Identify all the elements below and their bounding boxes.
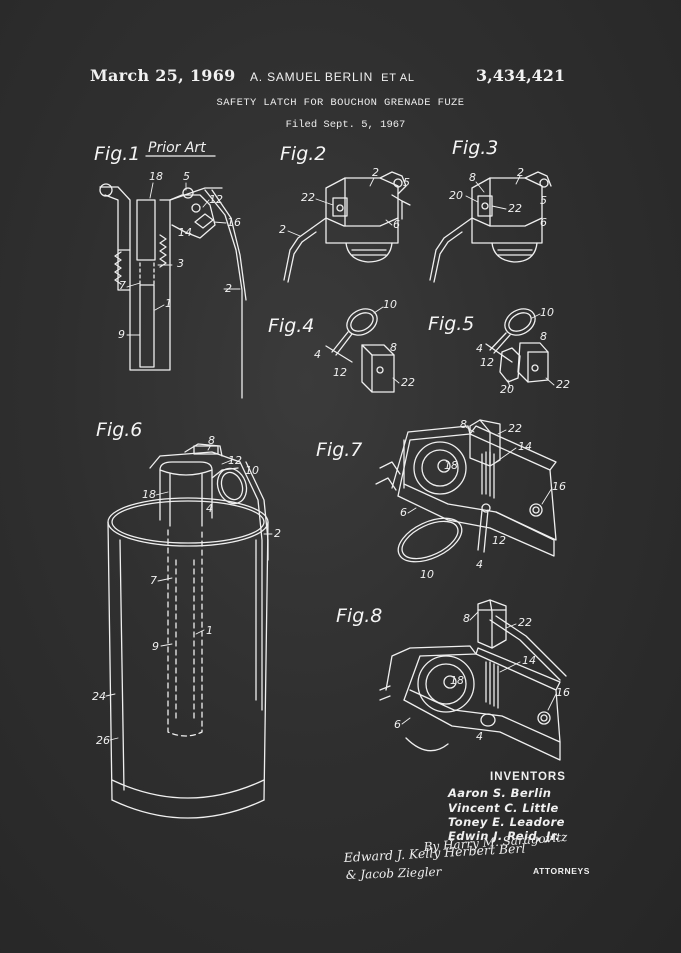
svg-text:10: 10 <box>383 298 397 311</box>
svg-text:4: 4 <box>476 342 483 355</box>
svg-text:12: 12 <box>209 193 223 206</box>
svg-text:2: 2 <box>274 527 281 540</box>
svg-text:12: 12 <box>333 366 347 379</box>
svg-text:2: 2 <box>517 166 524 179</box>
figure-6-drawing: Fig.6 <box>92 419 281 819</box>
svg-text:3: 3 <box>177 257 184 270</box>
svg-text:6: 6 <box>393 218 400 231</box>
fig3-label: Fig.3 <box>452 137 498 159</box>
figure-2-drawing: Fig.2 2 22 5 6 2 <box>279 143 411 283</box>
svg-text:22: 22 <box>556 378 570 391</box>
figure-3-drawing: Fig.3 8 2 20 22 5 6 <box>429 137 552 283</box>
svg-text:22: 22 <box>508 422 522 435</box>
svg-text:14: 14 <box>178 226 192 239</box>
svg-text:18: 18 <box>450 674 464 687</box>
svg-text:8: 8 <box>463 612 470 625</box>
inventors-heading: INVENTORS <box>490 771 566 783</box>
svg-text:12: 12 <box>492 534 506 547</box>
svg-text:18: 18 <box>142 488 156 501</box>
svg-text:8: 8 <box>469 171 476 184</box>
fig6-label: Fig.6 <box>96 419 142 441</box>
filed-date: Filed Sept. 5, 1967 <box>285 119 406 131</box>
svg-text:20: 20 <box>500 383 514 396</box>
svg-text:12: 12 <box>480 356 494 369</box>
svg-text:18: 18 <box>444 459 458 472</box>
signature-line-3: & Jacob Ziegler <box>346 865 443 882</box>
prior-art-label: Prior Art <box>148 140 206 156</box>
svg-text:4: 4 <box>206 502 213 515</box>
svg-text:9: 9 <box>152 640 159 653</box>
svg-text:20: 20 <box>449 189 463 202</box>
inventor-name: Toney E. Leadore <box>448 815 565 829</box>
svg-text:10: 10 <box>540 306 554 319</box>
svg-text:5: 5 <box>540 194 547 207</box>
inventor-name: Vincent C. Little <box>448 801 559 815</box>
attorneys-label: ATTORNEYS <box>533 866 591 876</box>
figure-5-drawing: Fig.5 10 8 4 12 20 22 <box>428 306 570 396</box>
svg-text:22: 22 <box>518 616 532 629</box>
svg-text:8: 8 <box>390 341 397 354</box>
et-al-label: ET AL <box>381 72 415 84</box>
svg-text:18: 18 <box>149 170 163 183</box>
svg-text:16: 16 <box>556 686 570 699</box>
fig4-label: Fig.4 <box>268 315 314 337</box>
fig7-label: Fig.7 <box>316 439 362 461</box>
inventor-name: Edwin J. Reid, Jr. <box>448 829 561 843</box>
svg-text:4: 4 <box>476 730 483 743</box>
fig2-label: Fig.2 <box>280 143 326 165</box>
svg-text:5: 5 <box>403 176 410 189</box>
svg-text:5: 5 <box>183 170 190 183</box>
svg-text:1: 1 <box>206 624 213 637</box>
svg-text:22: 22 <box>508 202 522 215</box>
svg-text:8: 8 <box>540 330 547 343</box>
figure-7-drawing: Fig.7 <box>316 418 566 581</box>
figure-1-drawing: Fig.1 Prior Art 18 <box>94 140 247 399</box>
svg-text:2: 2 <box>372 166 379 179</box>
svg-text:10: 10 <box>245 464 259 477</box>
svg-text:4: 4 <box>476 558 483 571</box>
svg-text:14: 14 <box>518 440 532 453</box>
svg-text:9: 9 <box>118 328 125 341</box>
patent-date: March 25, 1969 <box>90 66 236 85</box>
svg-text:26: 26 <box>96 734 110 747</box>
svg-text:14: 14 <box>522 654 536 667</box>
fig1-label: Fig.1 <box>94 143 140 165</box>
patent-number: 3,434,421 <box>476 66 566 85</box>
svg-text:6: 6 <box>400 506 407 519</box>
patent-inventor-heading: A. SAMUEL BERLIN ET AL <box>250 70 415 84</box>
svg-text:2: 2 <box>279 223 286 236</box>
svg-text:16: 16 <box>227 216 241 229</box>
patent-title: SAFETY LATCH FOR BOUCHON GRENADE FUZE <box>216 97 465 109</box>
svg-text:22: 22 <box>301 191 315 204</box>
svg-text:6: 6 <box>540 216 547 229</box>
figure-4-drawing: Fig.4 10 8 4 12 22 <box>268 298 415 393</box>
svg-text:2: 2 <box>225 282 232 295</box>
fig5-label: Fig.5 <box>428 313 474 335</box>
svg-text:16: 16 <box>552 480 566 493</box>
svg-text:1: 1 <box>165 297 172 310</box>
inventor-name: Aaron S. Berlin <box>448 786 552 800</box>
svg-text:4: 4 <box>314 348 321 361</box>
svg-text:7: 7 <box>150 574 157 587</box>
svg-text:8: 8 <box>208 434 215 447</box>
svg-text:24: 24 <box>92 690 106 703</box>
patent-header: March 25, 1969 A. SAMUEL BERLIN ET AL 3,4… <box>0 66 681 90</box>
svg-text:8: 8 <box>460 418 467 431</box>
svg-text:6: 6 <box>394 718 401 731</box>
svg-text:12: 12 <box>228 454 242 467</box>
svg-text:22: 22 <box>401 376 415 389</box>
inventor-short-name: A. SAMUEL BERLIN <box>250 70 374 84</box>
svg-text:10: 10 <box>420 568 434 581</box>
svg-text:7: 7 <box>119 279 126 292</box>
figure-8-drawing: Fig.8 8 <box>336 599 570 761</box>
fig8-label: Fig.8 <box>336 605 382 627</box>
